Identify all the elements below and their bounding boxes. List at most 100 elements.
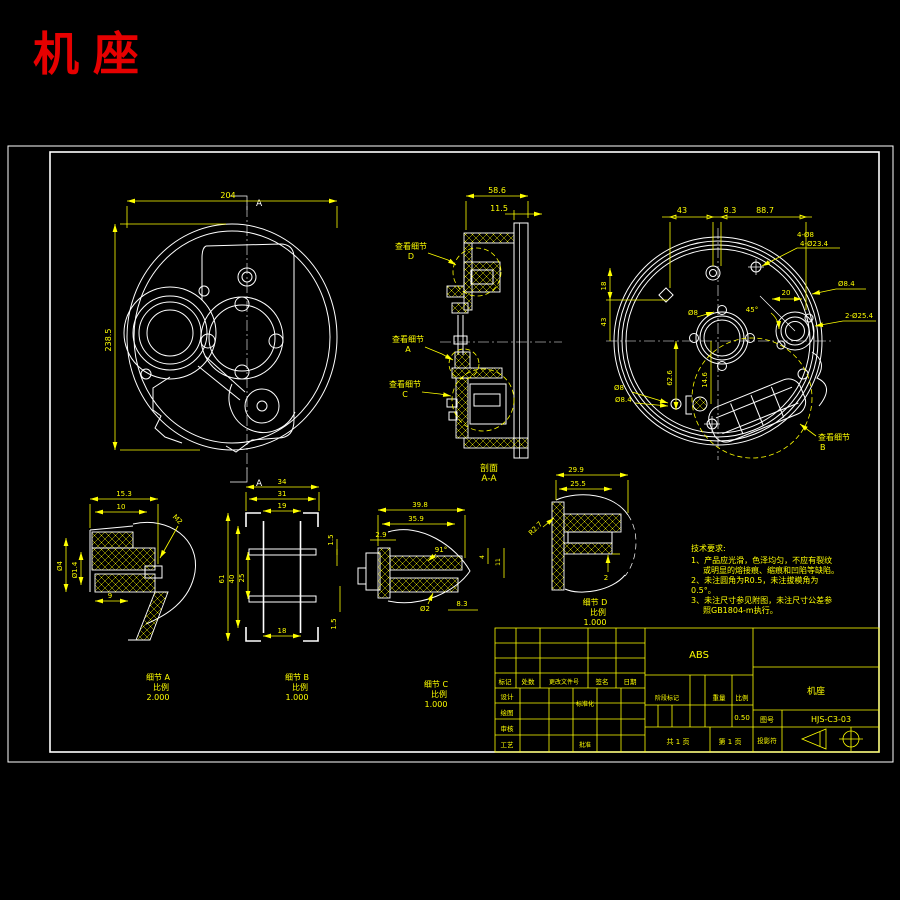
- detail-a-dim-10: 10: [117, 503, 126, 511]
- callout-detail-a-ref: A: [405, 345, 411, 354]
- back-label-d8: Ø8: [688, 309, 698, 317]
- back-label-d8-4: Ø8.4: [838, 280, 855, 288]
- detail-b-title: 细节 B: [285, 672, 309, 682]
- detail-a-dim-d4: Ø4: [56, 560, 64, 571]
- detail-d-dim-29-9: 29.9: [568, 466, 584, 474]
- detail-c-scale-label: 比例: [431, 689, 447, 699]
- detail-b-dim-31: 31: [278, 490, 287, 498]
- weight-label: 重量: [713, 694, 727, 702]
- role-process: 工艺: [501, 741, 515, 749]
- col-count: 处数: [522, 677, 536, 686]
- detail-a-dim-9: 9: [108, 592, 112, 600]
- page-title: 机座: [33, 29, 153, 80]
- part-name: 机座: [807, 685, 825, 697]
- projection-symbol-icon: [800, 727, 863, 751]
- detail-d-scale-label: 比例: [590, 607, 606, 617]
- col-doc: 更改文件号: [549, 678, 579, 686]
- detail-b-dim-40: 40: [228, 575, 236, 584]
- notes-line-4: 0.5°。: [691, 586, 716, 595]
- stage-label: 阶段标记: [655, 694, 679, 702]
- section-caption-ref: A-A: [481, 474, 497, 484]
- section-dim-total: 58.6: [488, 186, 506, 195]
- title-block: 标记 处数 更改文件号 签名 日期 设计 绘图 审核 工艺 标准化 批准: [494, 627, 880, 753]
- callout-detail-a: 查看细节: [392, 334, 424, 344]
- notes-line-3: 2、未注圆角为R0.5，未注拔模角为: [691, 575, 818, 585]
- col-sign: 签名: [596, 677, 609, 686]
- back-view: 43 8.3 88.7 4-Ø8 4-Ø23.4 Ø8.4 2-Ø25.4 20…: [600, 206, 876, 460]
- back-angle-45: 45°: [746, 306, 758, 314]
- section-mark-top: A: [256, 199, 263, 209]
- section-dim-flange: 11.5: [490, 204, 508, 213]
- detail-b-dim-25: 25: [238, 574, 246, 583]
- drawing-no: HJS-C3-03: [811, 715, 851, 724]
- callout-detail-c-ref: C: [402, 390, 408, 399]
- back-dim-43b: 43: [600, 318, 608, 327]
- col-mark: 标记: [499, 677, 513, 686]
- detail-a-dim-d1-4: Ø1.4: [71, 561, 79, 578]
- notes-line-1: 1、产品应光滑，色泽均匀，不应有裂纹: [691, 555, 832, 565]
- detail-c-dim-11: 11: [495, 558, 502, 566]
- role-draw: 绘图: [501, 708, 514, 717]
- detail-c-title: 细节 C: [424, 679, 449, 689]
- detail-d-scale: 1.000: [584, 618, 607, 627]
- detail-b-dim-34: 34: [278, 478, 287, 486]
- back-dim-18: 18: [600, 282, 608, 291]
- drawing-no-label: 图号: [760, 716, 774, 724]
- sheet-frame: [7, 145, 894, 763]
- detail-b-scale-label: 比例: [292, 682, 308, 692]
- sheets-total: 共 1 页: [667, 737, 690, 746]
- back-label-2-d25-4: 2-Ø25.4: [845, 312, 874, 320]
- notes-line-5: 3、未注尺寸参见附图，未注尺寸公差参: [691, 595, 832, 605]
- back-dim-8-3: 8.3: [724, 206, 737, 215]
- col-date: 日期: [624, 678, 638, 686]
- detail-d-title: 细节 D: [583, 597, 608, 607]
- section-view: 查看细节 D 查看细节 A 查看细节 C 58.6 11.5 剖面 A-A: [389, 186, 562, 484]
- front-dim-height: 238.5: [104, 329, 113, 352]
- role-design: 设计: [501, 692, 515, 701]
- detail-b-dim-19: 19: [278, 502, 287, 510]
- detail-c-dim-35-9: 35.9: [408, 515, 424, 523]
- detail-a-scale: 2.000: [147, 693, 170, 702]
- callout-detail-b: 查看细节: [818, 432, 850, 442]
- tech-notes: 技术要求: 1、产品应光滑，色泽均匀，不应有裂纹 或明显的熔接痕、缩痕和凹陷等缺…: [691, 543, 839, 615]
- detail-c-dim-39-8: 39.8: [412, 501, 428, 509]
- detail-c-scale: 1.000: [425, 700, 448, 709]
- back-label-4-d8: 4-Ø8: [797, 231, 814, 239]
- back-dim-14-6: 14.6: [701, 372, 709, 388]
- detail-c-label-d2: Ø2: [420, 605, 430, 613]
- detail-c-angle-91: 91°: [435, 546, 447, 554]
- back-dim-88-7: 88.7: [756, 206, 774, 215]
- projection-label: 投影符: [757, 736, 777, 745]
- detail-c: 39.8 35.9 2.9 91° 4 11 8.3 Ø2 细节 C 比例 1.…: [357, 501, 505, 709]
- back-label-d8-4b: Ø8.4: [615, 396, 632, 404]
- detail-b-scale: 1.000: [286, 693, 309, 702]
- detail-c-dim-2-9: 2.9: [375, 531, 386, 539]
- back-dim-62-6: 62.6: [666, 370, 674, 386]
- back-label-4-d23-4: 4-Ø23.4: [800, 240, 829, 248]
- detail-b-dim-1-5b: 1.5: [330, 618, 338, 629]
- detail-c-dim-8-3: 8.3: [456, 600, 467, 608]
- detail-a: 15.3 10 M2 Ø4 Ø1.4 9 细节 A 比例 2.000: [56, 490, 197, 702]
- section-caption: 剖面: [480, 462, 498, 474]
- detail-d: 29.9 25.5 R2.7 2 细节 D 比例 1.000: [527, 466, 637, 627]
- callout-detail-d: 查看细节: [395, 241, 427, 251]
- callout-detail-d-ref: D: [408, 252, 414, 261]
- role-check: 审核: [501, 724, 515, 733]
- material: ABS: [689, 650, 709, 661]
- detail-a-label-m2: M2: [171, 513, 184, 526]
- front-dim-width: 204: [220, 191, 235, 200]
- detail-b-dim-61: 61: [218, 575, 226, 584]
- detail-d-dim-2: 2: [604, 574, 608, 582]
- detail-a-scale-label: 比例: [153, 682, 169, 692]
- sheet-no: 第 1 页: [719, 737, 742, 746]
- detail-b-dim-18: 18: [278, 627, 287, 635]
- callout-detail-b-ref: B: [820, 443, 826, 452]
- detail-b-dim-1-5a: 1.5: [327, 534, 335, 545]
- notes-line-6: 照GB1804-m执行。: [703, 605, 778, 615]
- front-view: A A 204 238.5: [104, 191, 338, 489]
- detail-d-label-r2-7: R2.7: [527, 520, 544, 537]
- back-label-d8b: Ø8: [614, 384, 624, 392]
- callout-detail-c: 查看细节: [389, 379, 421, 389]
